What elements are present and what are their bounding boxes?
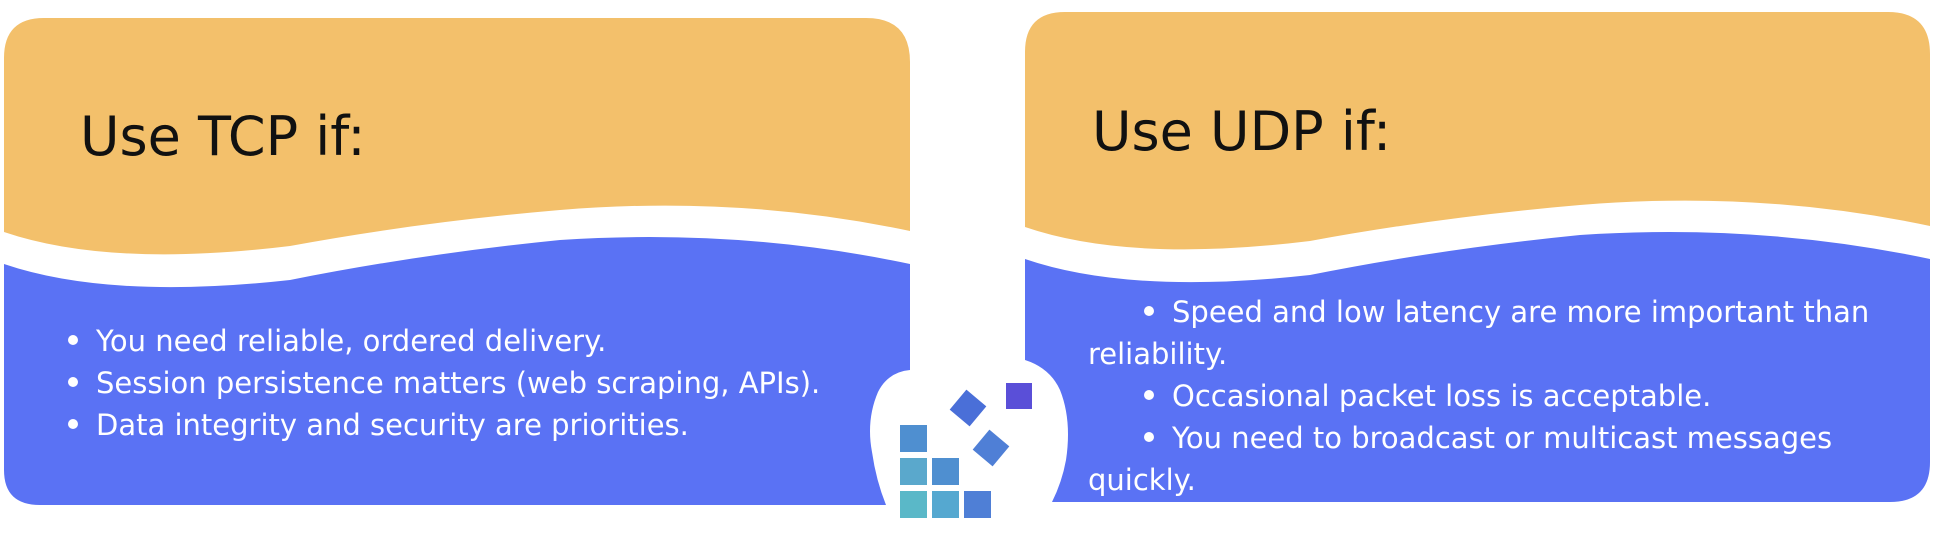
bullet-dot-icon bbox=[68, 419, 78, 429]
udp-list-item-text-continued: quickly. bbox=[1088, 463, 1196, 497]
udp-card-background bbox=[1025, 12, 1930, 502]
logo-block bbox=[949, 389, 987, 427]
tcp-card-background bbox=[4, 18, 910, 505]
tcp-list-item: You need reliable, ordered delivery. bbox=[68, 320, 820, 362]
stacked-blocks-logo-icon bbox=[900, 383, 1032, 518]
udp-list-item: Occasional packet loss is acceptable. bbox=[1144, 375, 1869, 417]
udp-card: Use UDP if: Speed and low latency are mo… bbox=[1020, 0, 1934, 515]
tcp-card-header-shape bbox=[4, 18, 910, 255]
tcp-card: Use TCP if: You need reliable, ordered d… bbox=[0, 0, 915, 515]
udp-item-list: Speed and low latency are more important… bbox=[1088, 291, 1870, 501]
tcp-list-item-text: You need reliable, ordered delivery. bbox=[96, 324, 607, 358]
udp-list-item: You need to broadcast or multicast messa… bbox=[1088, 417, 1869, 501]
tcp-card-body-shape bbox=[4, 237, 910, 505]
logo-block bbox=[900, 491, 927, 518]
logo-block bbox=[972, 429, 1010, 467]
udp-list-item: Speed and low latency are more important… bbox=[1088, 291, 1870, 375]
udp-card-header-shape bbox=[1025, 12, 1930, 250]
udp-list-item-text: Speed and low latency are more important… bbox=[1172, 295, 1870, 329]
udp-list-item-text-continued: reliability. bbox=[1088, 337, 1228, 371]
bullet-dot-icon bbox=[68, 377, 78, 387]
tcp-list-item: Data integrity and security are prioriti… bbox=[68, 404, 820, 446]
bullet-dot-icon bbox=[1144, 390, 1154, 400]
logo-block bbox=[932, 458, 959, 485]
logo-block bbox=[900, 458, 927, 485]
logo-block bbox=[964, 491, 991, 518]
tcp-item-list: You need reliable, ordered delivery. Ses… bbox=[68, 320, 820, 446]
bullet-dot-icon bbox=[68, 335, 78, 345]
tcp-list-item: Session persistence matters (web scrapin… bbox=[68, 362, 820, 404]
tcp-list-item-text: Data integrity and security are prioriti… bbox=[96, 408, 689, 442]
udp-card-title: Use UDP if: bbox=[1092, 100, 1392, 163]
tcp-card-title: Use TCP if: bbox=[80, 105, 366, 168]
tcp-list-item-text: Session persistence matters (web scrapin… bbox=[96, 366, 821, 400]
udp-list-item-text: Occasional packet loss is acceptable. bbox=[1172, 379, 1712, 413]
udp-list-item-text: You need to broadcast or multicast messa… bbox=[1172, 421, 1833, 455]
bullet-dot-icon bbox=[1144, 432, 1154, 442]
bullet-dot-icon bbox=[1144, 306, 1154, 316]
logo-block bbox=[1006, 383, 1032, 409]
logo-block bbox=[900, 425, 927, 452]
logo-block bbox=[932, 491, 959, 518]
udp-card-body-shape bbox=[1025, 232, 1930, 502]
